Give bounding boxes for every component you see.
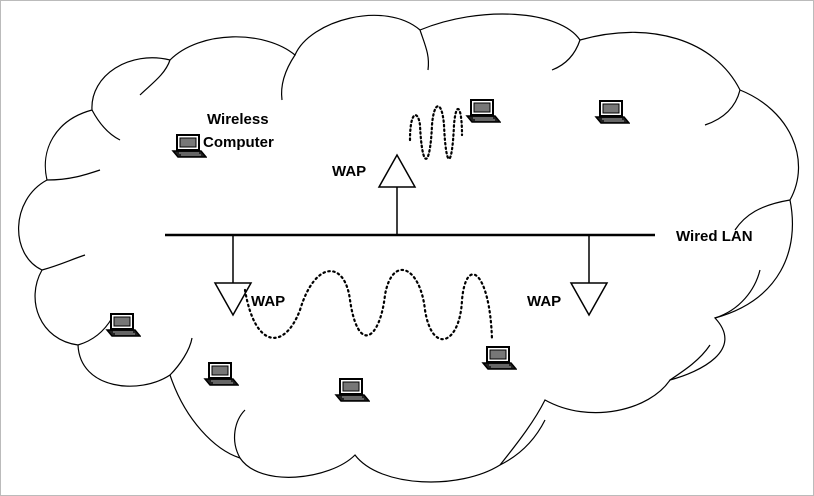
laptop-icon [106, 313, 141, 337]
wired-lan-label: Wired LAN [676, 228, 753, 245]
wireless-computer-label-line2: Computer [203, 134, 274, 151]
signal-wave-top [408, 105, 464, 160]
access-point-left-icon [213, 282, 253, 317]
wap-top-label: WAP [332, 163, 366, 180]
cloud-outline [18, 13, 799, 483]
wap-right-label: WAP [527, 293, 561, 310]
wap-top [377, 153, 417, 235]
access-point-right-icon [569, 282, 609, 317]
signal-wave-bottom [243, 268, 494, 342]
laptop-icon [595, 100, 630, 124]
laptop-icon [204, 362, 239, 386]
wap-left [213, 235, 253, 317]
access-point-top-icon [377, 153, 417, 188]
laptop-icon [466, 99, 501, 123]
laptop-icon [482, 346, 517, 370]
wireless-computer-label-line1: Wireless [207, 111, 269, 128]
laptop-icon [172, 134, 207, 158]
wap-right [569, 235, 609, 317]
wap-left-label: WAP [251, 293, 285, 310]
laptop-icon [335, 378, 370, 402]
